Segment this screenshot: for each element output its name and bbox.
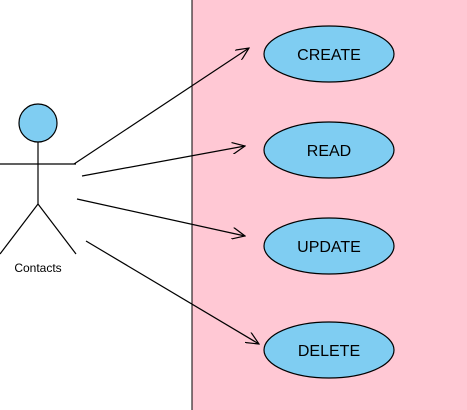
association-create [73, 48, 249, 165]
association-read [81, 146, 245, 177]
use-case-ellipse [263, 25, 395, 83]
use-case-update[interactable]: UPDATE [263, 217, 395, 275]
actor-head [18, 103, 58, 143]
use-case-ellipse [263, 321, 395, 379]
actor-left-leg [0, 203, 39, 255]
use-case-label: READ [307, 143, 351, 160]
association-update [76, 198, 245, 236]
use-case-label: DELETE [298, 343, 360, 360]
use-case-ellipse [263, 121, 395, 179]
use-case-read[interactable]: READ [263, 121, 395, 179]
use-case-delete[interactable]: DELETE [263, 321, 395, 379]
actor-right-leg [37, 203, 77, 255]
actor-contacts[interactable]: Contacts [0, 103, 77, 275]
actor-label: Contacts [14, 261, 61, 275]
use-case-label: UPDATE [297, 239, 361, 256]
use-case-ellipse [263, 217, 395, 275]
use-case-create[interactable]: CREATE [263, 25, 395, 83]
use-case-label: CREATE [297, 47, 361, 64]
association-delete [85, 240, 259, 344]
